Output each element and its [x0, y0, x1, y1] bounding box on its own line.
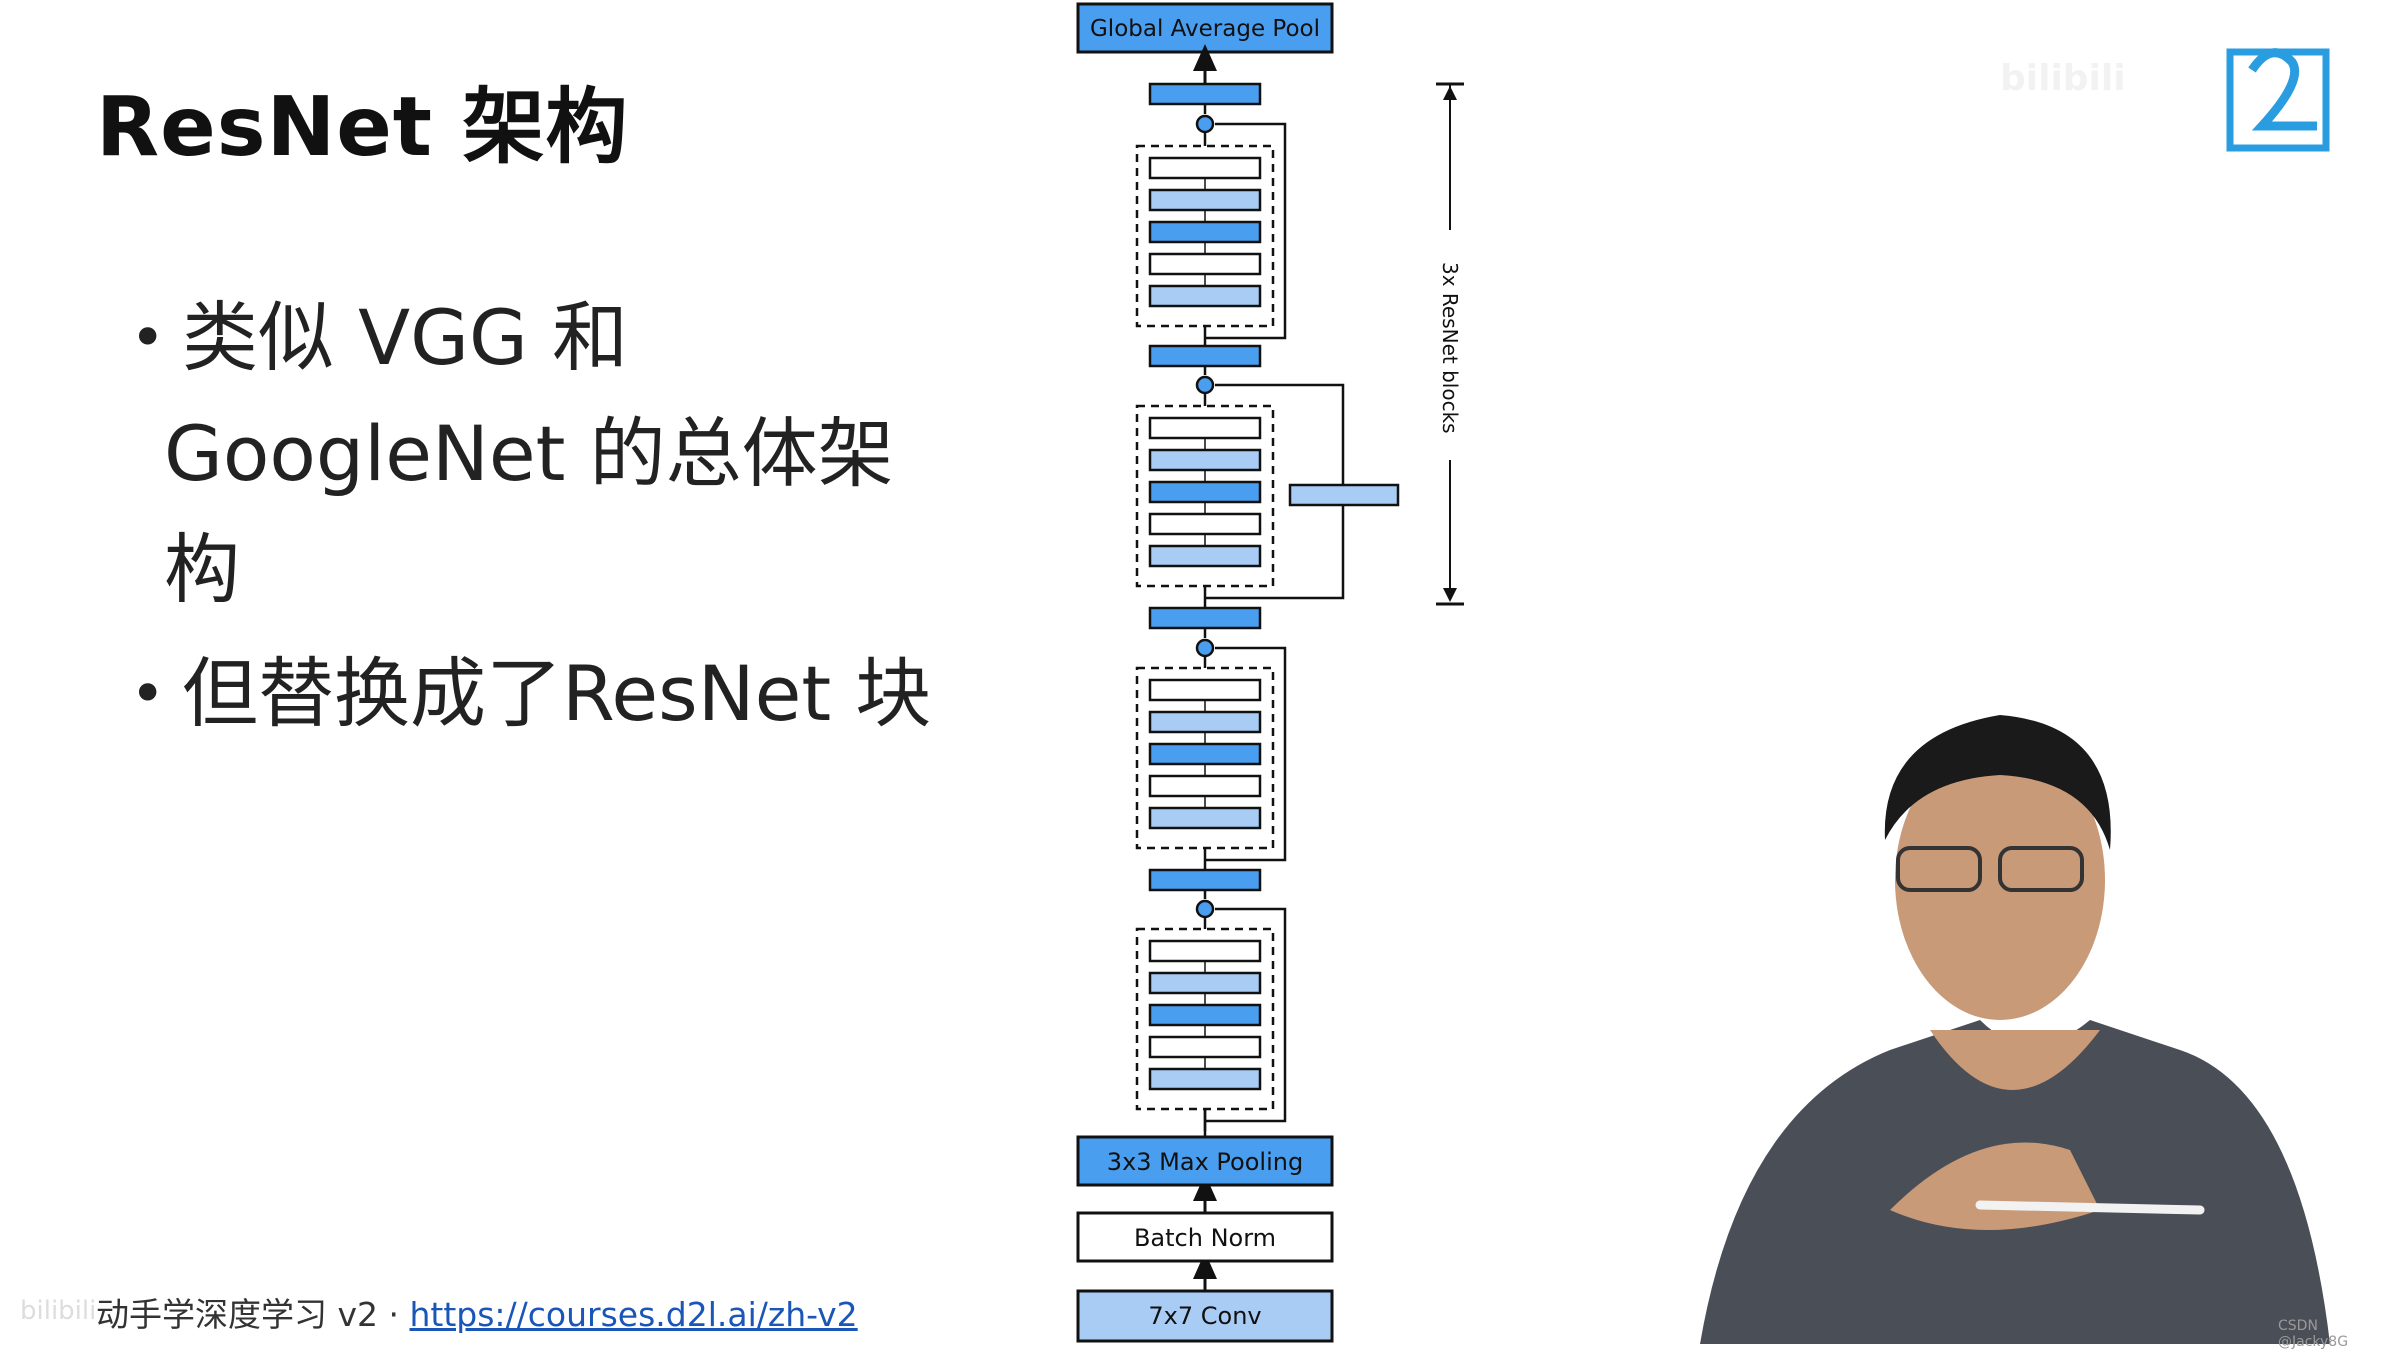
presenter-video-overlay: [1700, 715, 2330, 1344]
bullet-dot-icon: •: [130, 659, 166, 729]
block-layer: [1148, 220, 1262, 244]
skip-connection: [1205, 122, 1287, 340]
footer-course-link[interactable]: https://courses.d2l.ai/zh-v2: [409, 1295, 858, 1334]
add-node: [1195, 114, 1215, 134]
slide-title: ResNet 架构: [96, 80, 629, 175]
skip-connection: [1205, 907, 1287, 1123]
block-layer: [1148, 678, 1262, 702]
block-layer: [1148, 156, 1262, 180]
conv-box: [1076, 1289, 1334, 1343]
slide-footer: 动手学深度学习 v2 · https://courses.d2l.ai/zh-v…: [96, 1288, 858, 1336]
bilibili-corner-watermark: bilibili: [20, 1296, 97, 1326]
block-layer: [1148, 710, 1262, 734]
add-node: [1195, 375, 1215, 395]
block-layer: [1148, 188, 1262, 212]
block-layer: [1148, 774, 1262, 798]
stage-bar: [1148, 606, 1262, 630]
stage-bar: [1148, 868, 1262, 892]
block-layer: [1148, 284, 1262, 308]
block-layer: [1148, 971, 1262, 995]
stage-bar: [1148, 82, 1262, 106]
block-layer: [1148, 480, 1262, 504]
bullet-list: • 类似 VGG 和 GoogleNet 的总体架 构 • 但替换成了ResNe…: [130, 280, 950, 760]
block-layer: [1148, 1003, 1262, 1027]
block-layer: [1148, 512, 1262, 536]
stage-bar: [1148, 344, 1262, 368]
global-average-pool-label: Global Average Pool: [1090, 16, 1320, 42]
conv-label: 7x7 Conv: [1148, 1302, 1261, 1330]
batch-norm-box: [1076, 1211, 1334, 1263]
block-layer: [1148, 544, 1262, 568]
bullet-1-line-1: 类似 VGG 和: [182, 293, 629, 382]
bilibili-watermark: bilibili: [2000, 58, 2126, 99]
bullet-item-1: • 类似 VGG 和 GoogleNet 的总体架 构: [130, 280, 950, 628]
d2l-logo-icon: [2226, 48, 2330, 152]
block-layer: [1148, 1067, 1262, 1091]
block-layer: [1148, 742, 1262, 766]
block-layer: [1148, 416, 1262, 440]
add-node: [1195, 638, 1215, 658]
add-node: [1195, 899, 1215, 919]
projection-layer: [1288, 483, 1400, 507]
bullet-2-line-1: 但替换成了ResNet 块: [182, 649, 932, 738]
bullet-item-2: • 但替换成了ResNet 块: [130, 636, 950, 752]
bullet-1-line-3: 构: [164, 525, 240, 614]
block-layer: [1148, 806, 1262, 830]
block-layer: [1148, 448, 1262, 472]
bullet-dot-icon: •: [130, 303, 166, 373]
skip-connection: [1205, 646, 1287, 862]
max-pooling-label: 3x3 Max Pooling: [1107, 1148, 1303, 1176]
max-pooling-box: [1076, 1135, 1334, 1187]
batch-norm-label: Batch Norm: [1134, 1224, 1276, 1252]
block-layer: [1148, 252, 1262, 276]
block-layer: [1148, 1035, 1262, 1059]
csdn-watermark: CSDN @Jacky8G: [2278, 1318, 2349, 1350]
resnet-blocks-label: 3x ResNet blocks: [1438, 262, 1462, 434]
footer-course-name: 动手学深度学习 v2 ·: [96, 1295, 410, 1334]
block-layer: [1148, 939, 1262, 963]
bullet-1-line-2: GoogleNet 的总体架: [164, 409, 894, 498]
